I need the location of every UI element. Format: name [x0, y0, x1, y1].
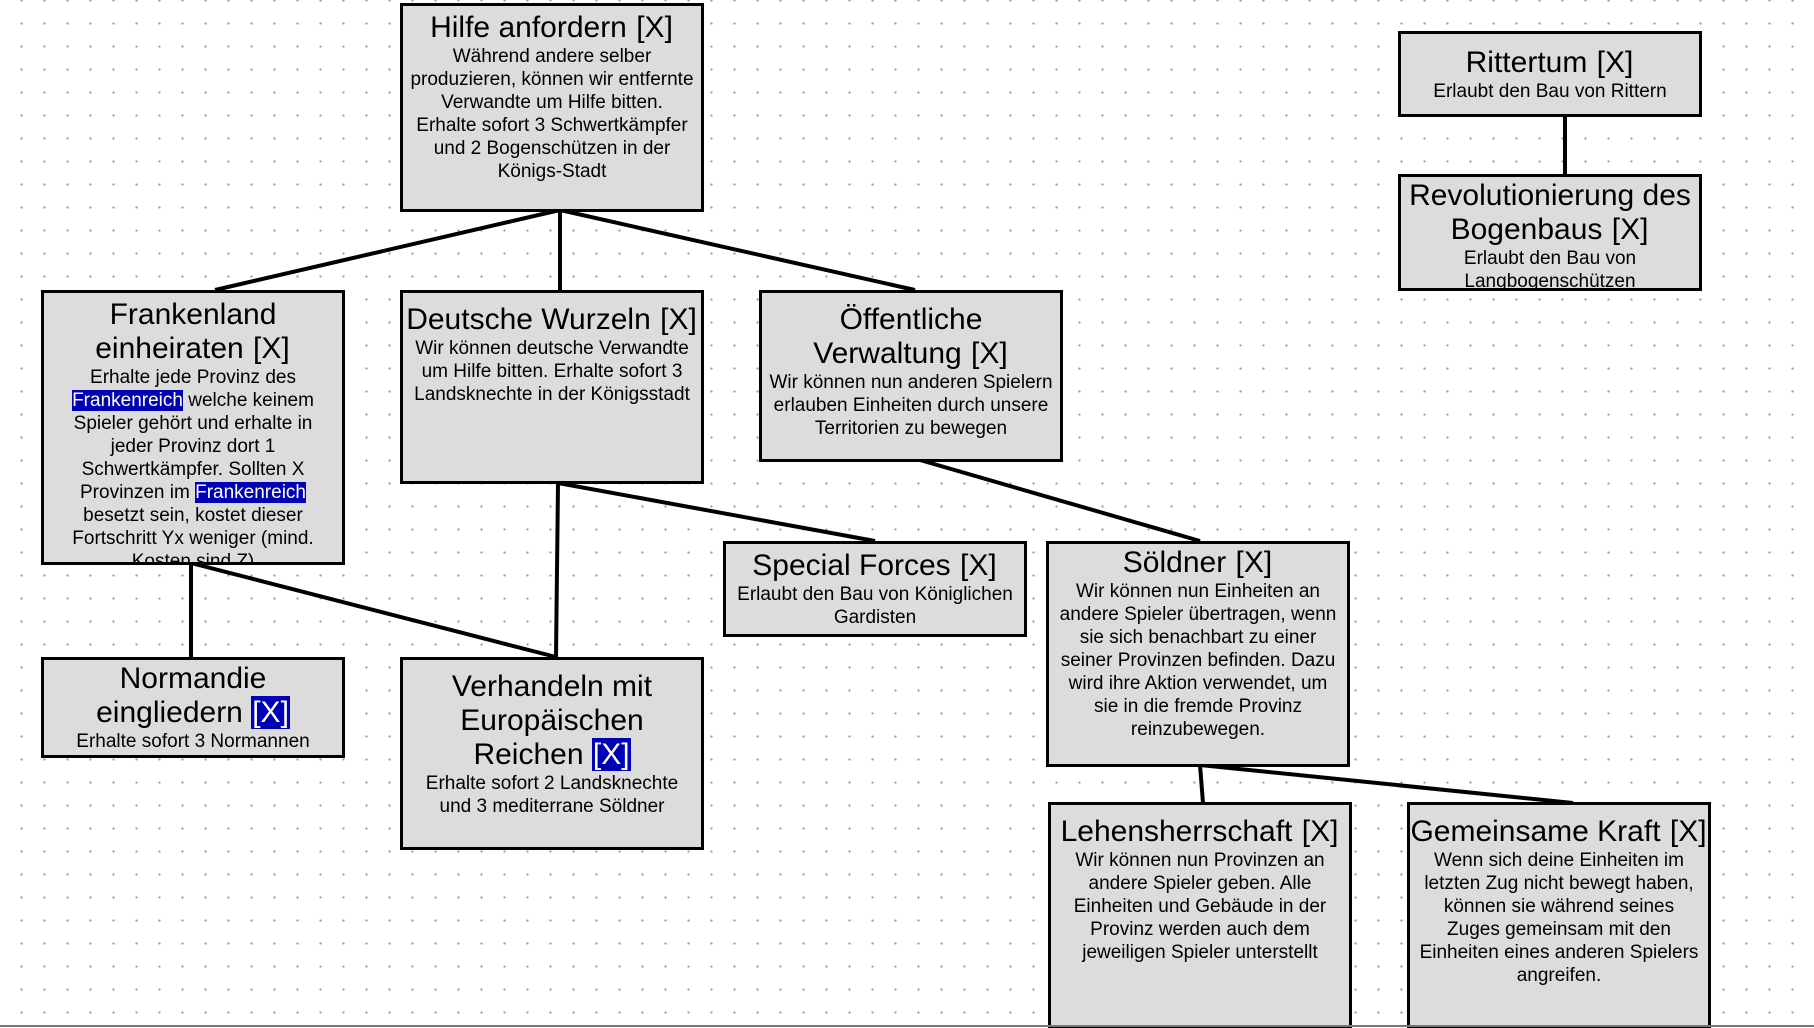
marker-x[interactable]: [X] — [1301, 815, 1339, 848]
node-description: Wir können deutsche Verwandte um Hilfe b… — [414, 338, 690, 405]
node-hilfe-anfordern[interactable]: Hilfe anfordern [X] Während andere selbe… — [400, 3, 704, 212]
node-title: Deutsche Wurzeln [X] — [406, 303, 697, 336]
node-title: Hilfe anfordern [X] — [430, 11, 673, 44]
marker-x[interactable]: [X] — [253, 332, 290, 365]
link-deutsche-special — [557, 481, 876, 543]
link-hilfe-oeffentliche — [559, 208, 916, 292]
node-description: Während andere selber produzieren, könne… — [410, 46, 694, 182]
node-title: Rittertum [X] — [1465, 46, 1634, 79]
node-deutsche-wurzeln[interactable]: Deutsche Wurzeln [X] Wir können deutsche… — [400, 290, 704, 484]
link-deutsche-verhandeln — [554, 482, 560, 658]
node-title: Lehensherrschaft [X] — [1060, 815, 1339, 848]
marker-x[interactable]: [X] — [1669, 815, 1707, 848]
link-oeffentliche-soeldner — [919, 458, 1201, 543]
node-soeldner[interactable]: Söldner [X] Wir können nun Einheiten an … — [1046, 541, 1350, 767]
marker-x[interactable]: [X] — [1611, 213, 1649, 246]
marker-x[interactable]: [X] — [1235, 546, 1273, 579]
link-soeldner-lehen — [1198, 764, 1205, 804]
node-description: Wir können nun Provinzen an andere Spiel… — [1073, 850, 1327, 963]
link-hilfe-frankenland — [214, 208, 561, 292]
node-description: Erhalte jede Provinz des Frankenreich we… — [72, 367, 314, 565]
marker-x[interactable]: [X] — [960, 549, 997, 582]
node-title: Verhandeln mit Europäischen Reichen [X] — [451, 670, 653, 771]
node-description: Wir können nun Einheiten an andere Spiel… — [1059, 581, 1337, 740]
node-description: Erlaubt den Bau von Langbogenschützen — [1463, 248, 1637, 291]
marker-x[interactable]: [X] — [971, 337, 1008, 370]
marker-x[interactable]: [X] — [660, 303, 697, 336]
selected-text: Frankenreich — [195, 482, 306, 503]
node-rittertum[interactable]: Rittertum [X] Erlaubt den Bau von Ritter… — [1398, 31, 1702, 117]
node-title: Öffentliche Verwaltung [X] — [813, 303, 1008, 370]
node-title: Revolutionierung des Bogenbaus [X] — [1409, 179, 1691, 246]
node-title: Gemeinsame Kraft [X] — [1410, 815, 1707, 848]
node-oeffentliche-verwaltung[interactable]: Öffentliche Verwaltung [X] Wir können nu… — [759, 290, 1063, 462]
link-soeldner-gemeinsam — [1199, 763, 1574, 805]
node-gemeinsame-kraft[interactable]: Gemeinsame Kraft [X] Wenn sich deine Ein… — [1407, 802, 1711, 1028]
node-title: Normandie eingliedern [X] — [96, 662, 290, 729]
node-lehensherrschaft[interactable]: Lehensherrschaft [X] Wir können nun Prov… — [1048, 802, 1352, 1028]
node-title: Frankenland einheiraten [X] — [95, 298, 290, 365]
marker-x[interactable]: [X] — [1596, 46, 1634, 79]
node-title: Söldner [X] — [1122, 546, 1273, 579]
link-frankenland-verhandeln — [190, 561, 557, 659]
node-description: Erlaubt den Bau von Rittern — [1433, 81, 1667, 102]
node-revolutionierung-bogenbau[interactable]: Revolutionierung des Bogenbaus [X] Erlau… — [1398, 174, 1702, 291]
node-title: Special Forces [X] — [752, 549, 997, 582]
node-frankenland-einheiraten[interactable]: Frankenland einheiraten [X] Erhalte jede… — [41, 290, 345, 565]
node-description: Erhalte sofort 3 Normannen — [76, 731, 310, 752]
marker-x[interactable]: [X] — [591, 738, 631, 771]
node-description: Wir können nun anderen Spielern erlauben… — [769, 372, 1053, 439]
node-verhandeln-europaeische-reiche[interactable]: Verhandeln mit Europäischen Reichen [X] … — [400, 657, 704, 850]
selected-text: Frankenreich — [72, 390, 183, 411]
node-description: Erhalte sofort 2 Landsknechte und 3 medi… — [425, 773, 679, 817]
node-normandie-eingliedern[interactable]: Normandie eingliedern [X] Erhalte sofort… — [41, 657, 345, 758]
node-description: Erlaubt den Bau von Königlichen Gardiste… — [737, 584, 1013, 628]
marker-x[interactable]: [X] — [251, 696, 290, 729]
node-description: Wenn sich deine Einheiten im letzten Zug… — [1419, 850, 1699, 986]
marker-x[interactable]: [X] — [636, 11, 673, 44]
canvas-bottom-edge — [0, 1025, 1814, 1027]
node-special-forces[interactable]: Special Forces [X] Erlaubt den Bau von K… — [723, 541, 1027, 637]
